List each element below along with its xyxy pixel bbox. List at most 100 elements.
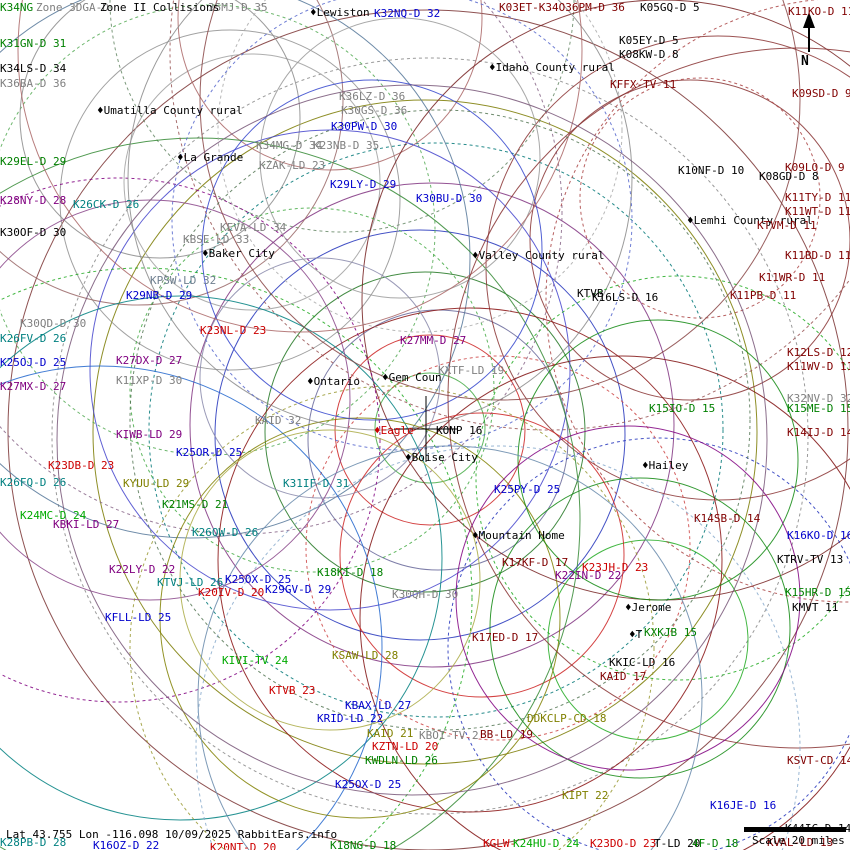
coverage-contour [159,417,561,819]
station-label: K23DO-D 23 [590,837,657,850]
station-label: KBAX-LD 27 [345,699,412,712]
coverage-contour [129,109,751,731]
city-label: ♦Valley County rural [472,249,605,262]
station-label: KTVB 23 [269,684,316,697]
station-label: K30QH-D 30 [392,588,459,601]
station-label: K08KW-D 8 [619,48,679,61]
station-label: K05EY-D 5 [619,34,679,47]
city-label: ♦La Grande [177,151,244,164]
coverage-contour [359,355,850,850]
station-label: K20NT-D 20 [210,841,277,850]
coverage-contour [529,79,850,401]
coverage-contour [0,4,436,456]
station-label: K29EL-D 29 [0,155,67,168]
coverage-contour [199,257,441,499]
station-label: K26CK-D 26 [73,198,140,211]
station-label: KTRV-TV 13 [777,553,844,566]
station-label: KSVT-CD 14 [787,754,850,767]
station-label: KGLW- [483,837,517,850]
coverage-contour [0,137,581,850]
station-label: KBKI-LD 27 [53,518,120,531]
coverage-contour [195,445,801,850]
station-label: KXTF-LD 19 [438,364,505,377]
station-label: K11WR-D 11 [759,271,826,284]
station-label: KIWB-LD 29 [116,428,183,441]
station-label: K11BD-D 11 [785,249,850,262]
coverage-contour [201,79,543,421]
station-label: K09SD-D 9 [792,87,850,100]
station-label: KKIC-LD 16 [609,656,676,669]
city-label: ♦Hailey [642,459,689,472]
station-label: K11PB-D 11 [730,289,797,302]
station-label: K25OX-D 25 [225,573,292,586]
coverage-contour [305,355,691,741]
station-label: Zone 3DGA-D [36,1,109,14]
scale-bar [744,827,846,832]
station-label: KTVB [577,287,604,300]
map-title: Zone II Collisions [100,1,220,14]
coverage-contour [259,17,541,299]
station-label: K12LS-D 12 [787,346,850,359]
station-label: K08GD-D 8 [759,170,819,183]
station-label: K10NF-D 10 [678,164,745,177]
station-label: KVAL-LD 13 [767,836,834,849]
station-label: K24HU-D 24 [513,837,580,850]
station-label: K26OW-D 26 [192,526,259,539]
station-label: KIPT 22 [562,789,609,802]
station-label: KBOI-TV 2 [419,729,479,742]
coverage-contour [171,0,633,451]
coverage-contour [339,412,625,698]
city-label: ♦Gem Coun [382,371,442,384]
station-label: KWDLN-LD 26 [365,754,438,767]
station-label: K24MC-D 24 [20,509,87,522]
status-text: Lat 43.755 Lon -116.098 10/09/2025 Rabbi… [6,828,338,841]
coverage-contour [475,275,850,681]
station-label: K26FV-D 26 [0,332,67,345]
coverage-contour [517,319,799,601]
station-label: KMVT 11 [792,601,839,614]
coverage-contour [545,0,850,603]
coverage-contour [197,445,703,850]
coverage-contour [579,77,821,319]
coverage-contour [217,0,623,333]
station-label: K05GQ-D 5 [640,1,700,14]
coverage-contour [447,47,850,749]
station-label: K34NG [0,1,34,14]
station-label: K27MX-D 27 [0,380,67,393]
station-label: BB-LD 19 [480,728,533,741]
station-label: K21MS-D 21 [162,498,229,511]
north-label: N [801,54,809,69]
north-arrow-icon [803,12,815,52]
station-label: K23NB-D 35 [313,139,380,152]
coverage-contour [0,295,443,821]
station-label: K30PW-D 30 [331,120,398,133]
coverage-contour [374,372,486,484]
station-label: KFFX-TV 11 [610,78,677,91]
coverage-contour [92,99,758,765]
station-label: K18KI-D 18 [317,566,384,579]
station-label: K28NY-D 28 [0,194,67,207]
coverage-contour [177,0,483,171]
city-label: ♦Mountain Home [472,529,565,542]
station-label: K32NV-D 32 [787,392,850,405]
city-label: ♦Baker City [202,247,275,260]
station-label: K30BU-D 30 [416,192,483,205]
coverage-contour [179,429,481,731]
city-label: ♦Umatilla County rural [97,104,243,117]
station-label: K30QD-D 30 [20,317,87,330]
station-label: KYUU-LD 29 [123,477,190,490]
coverage-contour [123,53,381,311]
station-label: K17ED-D 17 [472,631,539,644]
coverage-contour [455,425,801,771]
station-label: K15ME-D 15 [787,402,850,415]
city-label: ♦Eagle [374,424,414,437]
station-label: K34LS-D 34 [0,62,67,75]
station-label: KZTN-LD 20 [372,740,439,753]
station-label: KRID-LD 22 [317,712,384,725]
coverage-contour [0,0,344,306]
station-label: K29LY-D 29 [330,178,397,191]
station-label: K11WV-D 11 [787,360,850,373]
city-label: ♦Boise City [405,451,478,464]
station-label: K28PB-D 28 [0,836,67,849]
